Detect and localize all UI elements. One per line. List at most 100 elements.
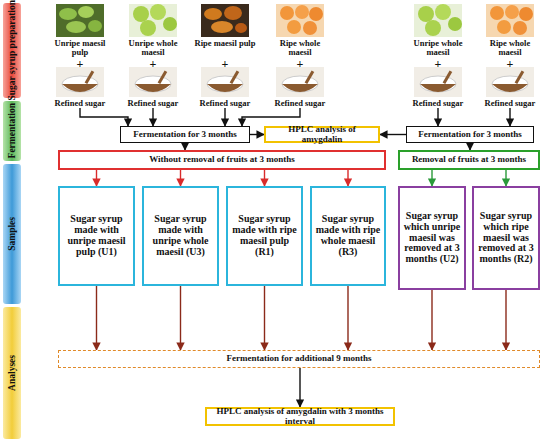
ingredient-item: Unripe maesil pulp+Refined sugar <box>48 2 112 108</box>
sugar-photo <box>56 67 104 97</box>
connector-group <box>470 143 471 150</box>
fruit-photo <box>129 4 177 37</box>
flow-arrow <box>96 170 97 186</box>
flow-arrow <box>347 286 348 350</box>
node-text: Refined sugar <box>193 99 257 108</box>
stage-band: Fermentation <box>3 101 21 161</box>
node-text: Removal of fruits at 3 months <box>410 155 528 165</box>
connector-group <box>438 108 439 126</box>
ingredient-item: Ripe maesil pulp + Refined sugar <box>193 2 257 108</box>
connector-group <box>96 286 97 350</box>
sugar-photo <box>201 67 249 97</box>
connector-group <box>510 108 511 126</box>
connector-group <box>96 170 97 186</box>
connector-group <box>180 170 181 186</box>
connector-group <box>300 368 301 407</box>
node-text: HPLC analysis of amygdalin <box>266 125 378 144</box>
node-text: Sugar syrup made with ripe whole maesil … <box>312 214 384 257</box>
sample-box: Sugar syrup which unripe maesil was remo… <box>398 186 466 290</box>
band-label: Samples <box>7 217 17 251</box>
node-text: Sugar syrup made with ripe maesil pulp (… <box>228 214 301 257</box>
node-text: + <box>121 58 185 71</box>
connector-group <box>348 170 349 186</box>
ingredient-item: Unripe whole maesil+Refined sugar <box>406 2 470 108</box>
node-text: Sugar syrup made with unripe maesil pulp… <box>60 214 133 257</box>
node-text: + <box>406 58 470 71</box>
node-text: Unripe whole maesil <box>406 39 470 57</box>
fruit-photo <box>201 4 249 37</box>
band-shape <box>3 164 21 304</box>
flow-arrow <box>264 170 265 186</box>
node-text: Sugar syrup made with unripe whole maesi… <box>144 214 217 257</box>
node-text: Fermentation for 3 months <box>131 130 239 140</box>
process-box: Fermentation for additional 9 months <box>58 350 540 368</box>
flow-arrow <box>437 108 438 126</box>
fruit-photo <box>486 4 534 37</box>
fruit-photo <box>56 4 104 37</box>
flow-arrow <box>152 108 153 126</box>
node-text: Sugar syrup which unripe maesil was remo… <box>400 211 464 265</box>
flow-arrow <box>96 286 97 350</box>
node-text: Ripe whole maesil <box>268 39 332 57</box>
process-box: Fermentation for 3 months <box>406 126 534 143</box>
node-text: + <box>193 58 257 71</box>
sugar-photo <box>414 67 462 97</box>
ingredient-item: Ripe whole maesil+ Refined sugar <box>268 2 332 108</box>
ingredient-item: Unripe whole maesil+Refined sugar <box>121 2 185 108</box>
flow-arrow <box>505 170 506 186</box>
group-header: Without removal of fruits at 3 months <box>58 150 386 170</box>
node-text: HPLC analysis of amygdalin with 3 months… <box>207 407 393 426</box>
node-text: Ripe maesil pulp <box>193 39 257 48</box>
node-text: Sugar syrup which ripe maesil was remove… <box>474 211 538 265</box>
connector-group <box>506 170 507 186</box>
connector-group <box>80 108 128 126</box>
stage-band: Analyses <box>3 307 21 439</box>
node-text: Fermentation for additional 9 months <box>225 354 374 364</box>
sugar-photo <box>129 67 177 97</box>
flow-arrow <box>80 108 128 126</box>
flow-arrow <box>347 170 348 186</box>
flow-arrow <box>509 108 510 126</box>
node-text: Refined sugar <box>121 99 185 108</box>
group-header: Removal of fruits at 3 months <box>398 150 540 170</box>
flow-arrow <box>299 368 300 407</box>
sugar-photo <box>276 67 324 97</box>
flow-arrow <box>469 143 470 150</box>
connector-group <box>250 134 264 135</box>
analysis-box: HPLC analysis of amygdalin <box>264 126 380 143</box>
connector-group <box>348 286 349 350</box>
stage-band: Samples <box>3 164 21 304</box>
band-label: Analyses <box>7 355 17 391</box>
connector-group <box>506 290 507 350</box>
node-text: + <box>48 58 112 71</box>
connector-group <box>153 108 154 126</box>
connector-group <box>180 286 181 350</box>
connector-group <box>432 290 433 350</box>
stage-band: Sugar syrup preparation <box>3 3 21 98</box>
connector-group <box>264 170 265 186</box>
node-text: + <box>268 58 332 71</box>
band-label: Fermentation <box>7 103 17 158</box>
node-text: + <box>478 58 542 71</box>
flow-arrow <box>242 108 300 126</box>
node-text: Refined sugar <box>268 99 332 108</box>
node-text: Fermentation for 3 months <box>416 130 524 140</box>
fruit-photo <box>276 4 324 37</box>
connector-group <box>225 108 226 126</box>
flow-arrow <box>431 170 432 186</box>
node-text: Without removal of fruits at 3 months <box>147 155 297 165</box>
connector-group <box>264 286 265 350</box>
node-text: Ripe whole maesil <box>478 39 542 57</box>
flow-arrow <box>505 290 506 350</box>
flow-arrow <box>264 286 265 350</box>
band-shape <box>3 101 21 161</box>
analysis-box: HPLC analysis of amygdalin with 3 months… <box>205 407 395 426</box>
connector-group <box>242 108 300 126</box>
flow-arrow <box>250 134 264 135</box>
connector-group <box>380 134 406 135</box>
flow-arrow <box>184 143 185 150</box>
ingredient-item: Ripe whole maesil+Refined sugar <box>478 2 542 108</box>
node-text: Refined sugar <box>48 99 112 108</box>
sample-box: Sugar syrup which ripe maesil was remove… <box>472 186 540 290</box>
